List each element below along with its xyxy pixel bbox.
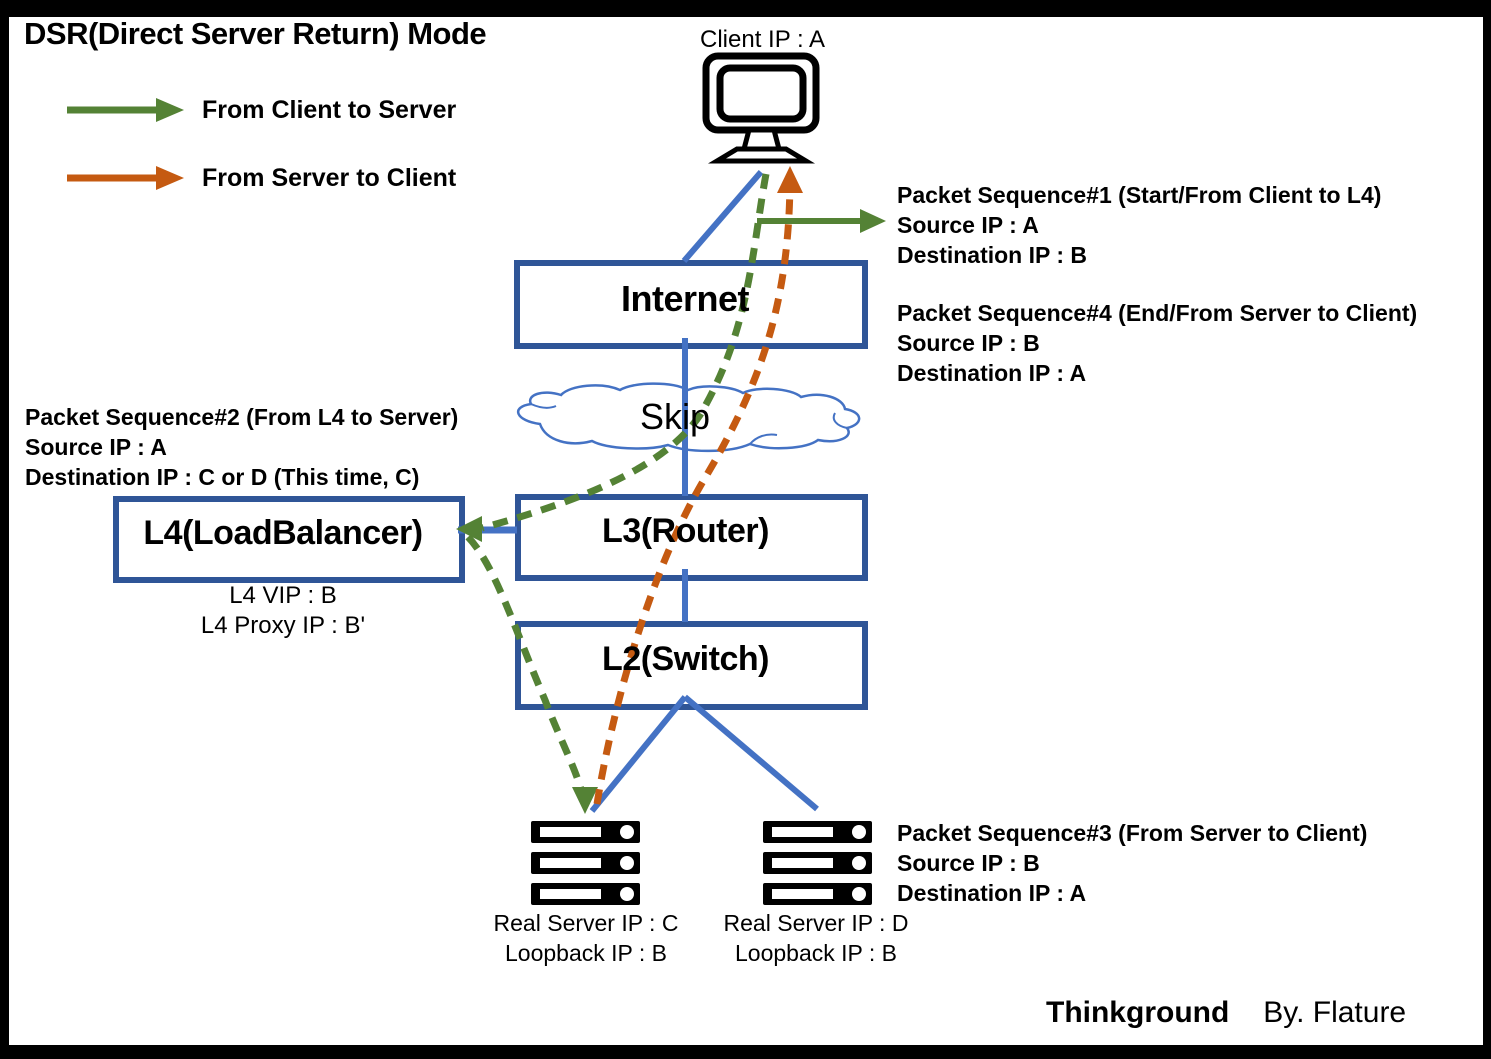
legend-orange-arrow: [67, 166, 184, 190]
legend-client-to-server-label: From Client to Server: [202, 96, 457, 124]
l4-proxy-label: L4 Proxy IP : B': [200, 612, 366, 639]
packet-seq-4-title: Packet Sequence#4 (End/From Server to Cl…: [897, 300, 1418, 326]
l2-switch-box: [515, 621, 868, 710]
l4-vip-label: L4 VIP : B: [229, 582, 337, 609]
internet-label: Internet: [620, 277, 750, 319]
footer-brand: Thinkground: [1046, 996, 1230, 1029]
flow-client-to-l4-path: [456, 173, 770, 542]
footer-byline: By. Flature: [1263, 996, 1407, 1029]
link-l2-server-right-line: [683, 694, 819, 812]
footer: Thinkground By. Flature: [1046, 996, 1406, 1030]
packet-seq-1-title: Packet Sequence#1 (Start/From Client to …: [897, 182, 1382, 208]
server-right-loopback-label: Loopback IP : B: [735, 940, 897, 966]
page-title: DSR(Direct Server Return) Mode: [24, 16, 487, 51]
link-client-internet-line: [681, 170, 764, 263]
l4-loadbalancer-box: [113, 496, 465, 583]
packet-seq-4-block: Packet Sequence#4 (End/From Server to Cl…: [897, 298, 1417, 388]
packet-seq-1-destination: Destination IP : B: [897, 242, 1087, 268]
server-left-icon: [531, 821, 640, 905]
packet-seq-3-block: Packet Sequence#3 (From Server to Client…: [897, 818, 1367, 908]
server-left-loopback-label: Loopback IP : B: [505, 940, 667, 966]
flow-server-to-client-path: [593, 166, 803, 805]
packet-seq-3-title: Packet Sequence#3 (From Server to Client…: [897, 820, 1368, 846]
l4-loadbalancer-label: L4(LoadBalancer): [143, 514, 423, 552]
legend-green-arrow: [67, 98, 184, 122]
l3-router-label: L3(Router): [602, 512, 769, 550]
packet-seq-2-source: Source IP : A: [25, 434, 167, 460]
packet-seq-3-destination: Destination IP : A: [897, 880, 1087, 906]
packet-seq-4-source: Source IP : B: [897, 330, 1040, 356]
packet1-callout-arrow: [757, 209, 886, 233]
packet-seq-2-block: Packet Sequence#2 (From L4 to Server) So…: [25, 402, 458, 492]
server-right-icon: [763, 821, 872, 905]
server-right-ip-label: Real Server IP : D: [723, 910, 909, 936]
packet-seq-1-block: Packet Sequence#1 (Start/From Client to …: [897, 180, 1381, 270]
packet-seq-1-source: Source IP : A: [897, 212, 1039, 238]
packet-seq-3-source: Source IP : B: [897, 850, 1040, 876]
server-left-label: Real Server IP : C Loopback IP : B: [466, 908, 706, 968]
packet-seq-2-title: Packet Sequence#2 (From L4 to Server): [25, 404, 459, 430]
client-computer-icon: [702, 52, 820, 164]
skip-label: Skip: [639, 396, 711, 437]
client-ip-label: Client IP : A: [700, 26, 825, 53]
l2-switch-label: L2(Switch): [602, 640, 769, 678]
flow-l4-to-server-path: [465, 534, 598, 814]
internet-box: [514, 260, 868, 349]
legend-server-to-client-label: From Server to Client: [202, 164, 457, 192]
server-left-ip-label: Real Server IP : C: [493, 910, 679, 936]
server-right-label: Real Server IP : D Loopback IP : B: [696, 908, 936, 968]
link-l2-server-left-line: [589, 695, 688, 813]
skip-cloud-icon: [517, 382, 861, 453]
packet-seq-4-destination: Destination IP : A: [897, 360, 1087, 386]
packet-seq-2-destination: Destination IP : C or D (This time, C): [25, 464, 420, 490]
